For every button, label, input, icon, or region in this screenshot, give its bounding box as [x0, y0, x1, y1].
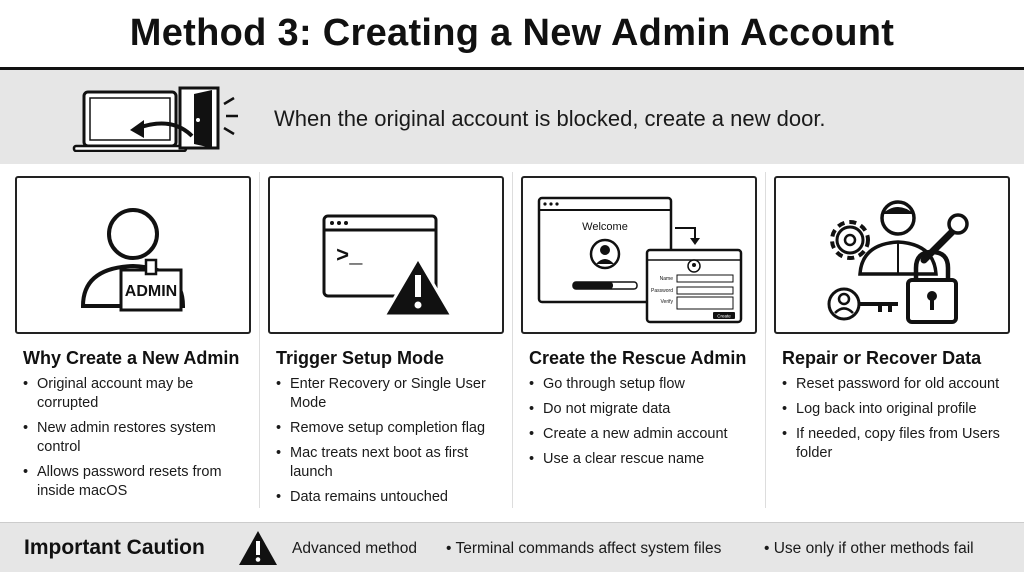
- bullet-item: New admin restores system control: [23, 419, 251, 457]
- card-why-create: ADMIN: [15, 176, 251, 334]
- caution-item: Advanced method: [292, 540, 417, 557]
- bullet-item: Go through setup flow: [529, 375, 757, 394]
- bullet-item: If needed, copy files from Users folder: [782, 425, 1010, 463]
- column-divider: [512, 172, 513, 508]
- column-setup-mode: >_ Trigger Setup Mode Enter Recovery or …: [268, 176, 504, 513]
- bullet-list: Original account may be corrupted New ad…: [15, 375, 251, 501]
- admin-user-icon: ADMIN: [80, 208, 186, 312]
- svg-text:Verify: Verify: [660, 299, 673, 305]
- column-heading: Create the Rescue Admin: [529, 348, 747, 368]
- column-repair-recover: Repair or Recover Data Reset password fo…: [774, 176, 1010, 469]
- bullet-item: Use a clear rescue name: [529, 450, 757, 469]
- bullet-item: Original account may be corrupted: [23, 375, 251, 413]
- warning-icon: [239, 531, 277, 565]
- svg-text:Create: Create: [717, 314, 731, 319]
- card-repair-recover: [774, 176, 1010, 334]
- bullet-list: Enter Recovery or Single User Mode Remov…: [268, 375, 504, 507]
- caution-footer: Important Caution Advanced method • Term…: [0, 522, 1024, 572]
- terminal-warning-icon: >_: [322, 214, 455, 318]
- banner-text: When the original account is blocked, cr…: [274, 106, 826, 131]
- welcome-text: Welcome: [582, 221, 628, 233]
- column-rescue-admin: Welcome Name Password Verify Create Crea…: [521, 176, 757, 475]
- wrench-icon: [920, 226, 958, 264]
- setup-window-icon: Welcome Name Password Verify Create: [537, 196, 743, 324]
- column-heading: Trigger Setup Mode: [276, 348, 445, 368]
- bullet-item: Do not migrate data: [529, 400, 757, 419]
- caution-title: Important Caution: [24, 536, 205, 559]
- padlock-icon: [906, 249, 958, 324]
- bullet-item: Enter Recovery or Single User Mode: [276, 375, 504, 413]
- terminal-prompt: >_: [336, 244, 363, 269]
- bullet-item: Remove setup completion flag: [276, 419, 504, 438]
- bullet-item: Allows password resets from inside macOS: [23, 463, 251, 501]
- repair-tools-icon: [827, 200, 969, 324]
- svg-text:Name: Name: [660, 276, 674, 282]
- header: Method 3: Creating a New Admin Account: [0, 0, 1024, 70]
- card-rescue-admin: Welcome Name Password Verify Create: [521, 176, 757, 334]
- bullet-item: Data remains untouched: [276, 488, 504, 507]
- column-heading: Repair or Recover Data: [782, 348, 982, 368]
- page-title: Method 3: Creating a New Admin Account: [129, 12, 895, 54]
- column-heading: Why Create a New Admin: [23, 348, 240, 368]
- gear-icon: [830, 220, 870, 260]
- bullet-item: Log back into original profile: [782, 400, 1010, 419]
- card-setup-mode: >_: [268, 176, 504, 334]
- caution-item: • Use only if other methods fail: [764, 540, 974, 557]
- bullet-item: Mac treats next boot as first launch: [276, 444, 504, 482]
- laptop-door-icon: [72, 86, 238, 152]
- column-why-create: ADMIN Why Create a New Admin Original ac…: [15, 176, 251, 507]
- svg-text:Password: Password: [651, 288, 673, 294]
- bullet-list: Reset password for old account Log back …: [774, 375, 1010, 463]
- column-divider: [259, 172, 260, 508]
- banner: When the original account is blocked, cr…: [0, 70, 1024, 164]
- bullet-item: Reset password for old account: [782, 375, 1010, 394]
- bullet-item: Create a new admin account: [529, 425, 757, 444]
- column-divider: [765, 172, 766, 508]
- caution-item: • Terminal commands affect system files: [446, 540, 722, 557]
- bullet-list: Go through setup flow Do not migrate dat…: [521, 375, 757, 469]
- admin-badge: ADMIN: [125, 283, 177, 300]
- user-key-icon: [827, 287, 898, 321]
